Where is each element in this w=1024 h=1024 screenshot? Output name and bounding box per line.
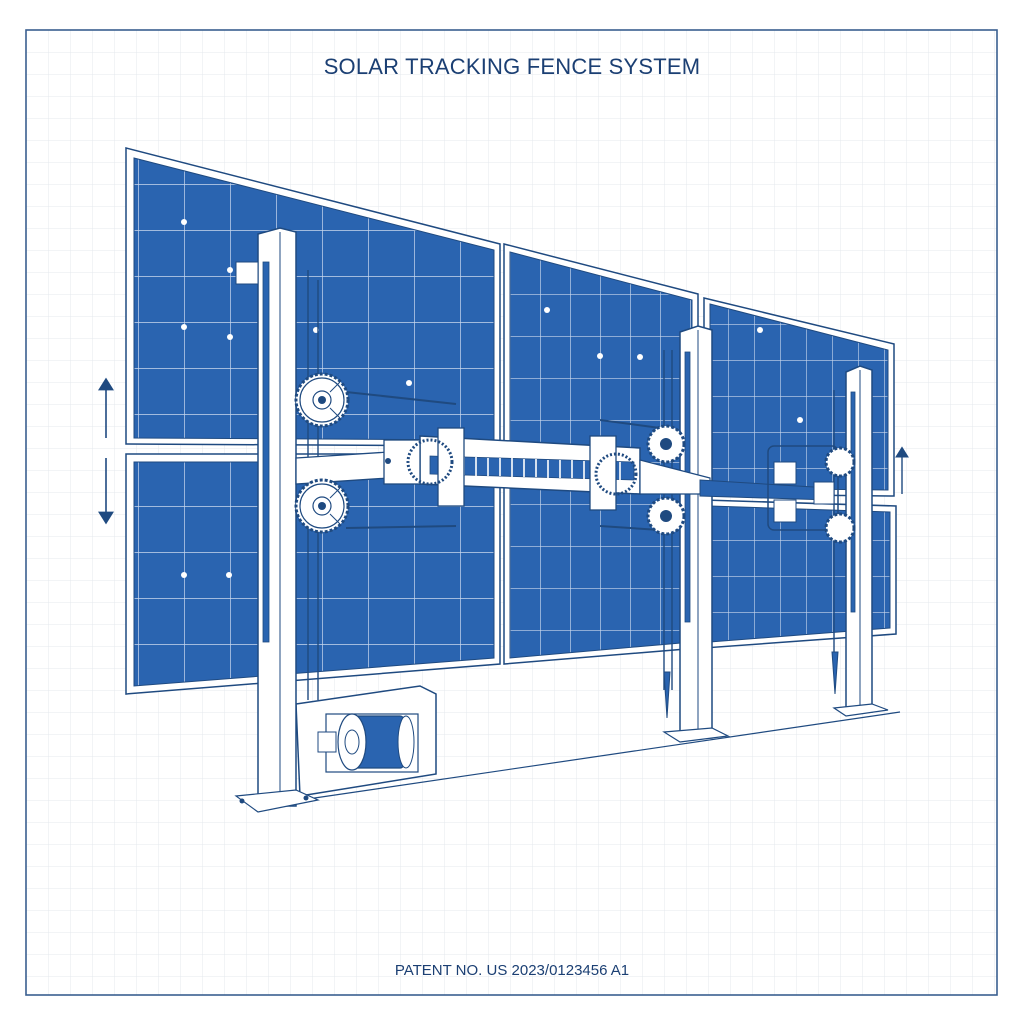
drawing-frame [25, 29, 998, 996]
solar-panel-left-upper [125, 147, 501, 447]
middle-gear-assembly [646, 424, 686, 536]
motor-cylinder [317, 713, 415, 771]
ground-anchor-spikes [663, 651, 839, 719]
drawing-title: SOLAR TRACKING FENCE SYSTEM [323, 54, 701, 79]
solar-panel-left-lower [125, 453, 501, 695]
gear-drive-lower [294, 478, 350, 534]
patent-number: PATENT NO. US 2023/0123456 A1 [394, 962, 630, 979]
rack-and-pinion-shaft [295, 427, 831, 511]
drive-motor-housing [295, 685, 437, 797]
support-post-left [234, 227, 320, 813]
right-gear-assembly [767, 445, 856, 544]
gear-drive-upper [294, 372, 350, 428]
support-post-right [832, 365, 889, 717]
tie-rods [345, 391, 661, 531]
ground-line [259, 711, 901, 807]
